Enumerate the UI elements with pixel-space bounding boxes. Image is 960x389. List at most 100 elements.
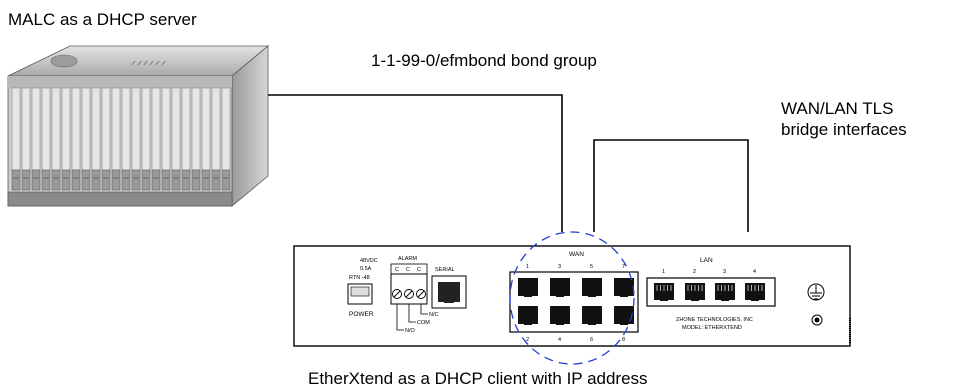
malc-card [11,87,21,171]
malc-card [141,87,151,171]
power-spec-3: RTN -48 [349,275,370,281]
serial-label: SERIAL [435,267,455,273]
lan-port-2[interactable] [685,283,705,301]
wan-port-1[interactable] [518,278,538,297]
malc-card [81,87,91,171]
malc-card-handle [101,169,111,191]
wan-port-5-body [582,278,602,296]
tls-line-wan [593,139,749,232]
malc-card [151,87,161,171]
wan-port-6-tab [588,322,596,325]
malc-vent-marks [131,60,166,66]
wan-port-5-tab [588,294,596,297]
malc-card [201,87,211,171]
lan-port-4[interactable] [745,283,765,301]
wan-port-4-body [550,306,570,324]
lan-port-2-body [685,283,705,300]
malc-card [171,87,181,171]
wan-highlight-circle [509,231,635,365]
bond-group-label: 1-1-99-0/efmbond bond group [371,51,597,70]
wan-port-3[interactable] [550,278,570,297]
wan-port-number: 7 [622,264,625,270]
wan-port-4[interactable] [550,306,570,325]
ground-screw-center [814,317,820,323]
malc-logo [50,54,78,68]
malc-card-handle [41,169,51,191]
malc-card-handle [171,169,181,191]
wan-port-5[interactable] [582,278,602,297]
wan-port-8[interactable] [614,306,634,325]
wan-port-1-tab [524,294,532,297]
lan-port-4-body [745,283,765,300]
wan-port-3-body [550,278,570,296]
malc-card-handle [121,169,131,191]
wan-port-numbers-top: 1 3 5 7 [526,264,625,270]
malc-card-handle [221,169,231,191]
malc-card-handle [181,169,191,191]
connection-lines [268,94,749,232]
model-label: MODEL: ETHERXTEND [682,325,742,331]
wan-port-4-tab [556,322,564,325]
lan-port-number: 3 [723,269,726,275]
etherxtend-device: 48VDC 0.5A RTN -48 POWER ALARM C C C N/C… [293,231,851,365]
malc-card [211,87,221,171]
wan-port-7-tab [620,294,628,297]
wan-port-1-body [518,278,538,296]
lan-port-1[interactable] [654,283,674,301]
malc-card [111,87,121,171]
malc-card-handle [141,169,151,191]
lan-label: LAN [700,257,713,264]
server-label: MALC as a DHCP server [8,10,197,29]
wan-port-6[interactable] [582,306,602,325]
alarm-leads [396,304,428,331]
tls-label-line1: WAN/LAN TLS [781,99,894,118]
lan-port-3[interactable] [715,283,735,301]
malc-card [31,87,41,171]
lan-port-1-body [654,283,674,300]
wan-port-number: 3 [558,264,561,270]
wan-port-2[interactable] [518,306,538,325]
alarm-label: ALARM [398,256,417,262]
malc-card-handle [81,169,91,191]
malc-card-handle [51,169,61,191]
lan-port-1-tab [660,298,668,301]
wan-port-number: 6 [590,337,593,343]
malc-card-handle [191,169,201,191]
power-label: POWER [349,311,374,318]
malc-card-handle [201,169,211,191]
malc-card-handle [71,169,81,191]
malc-card [61,87,71,171]
wan-port-number: 5 [590,264,593,270]
lan-port-2-tab [691,298,699,301]
wan-port-number: 1 [526,264,529,270]
wan-port-number: 4 [558,337,561,343]
malc-card [91,87,101,171]
lan-ports [654,283,765,301]
wan-port-number: 2 [526,337,529,343]
wan-port-7[interactable] [614,278,634,297]
power-switch-rocker [350,286,370,297]
malc-card-handle [131,169,141,191]
bond-group-line [268,94,563,232]
ground-icon [807,283,825,301]
malc-card [21,87,31,171]
serial-port-tab [444,300,454,303]
malc-card-handle [111,169,121,191]
lan-port-4-tab [751,298,759,301]
malc-card [161,87,171,171]
wan-label: WAN [569,251,584,258]
lan-port-3-body [715,283,735,300]
serial-port[interactable] [438,282,460,302]
malc-card [101,87,111,171]
alarm-terminal-block[interactable] [390,273,428,305]
malc-card-handle [161,169,171,191]
wan-port-2-tab [524,322,532,325]
malc-card [131,87,141,171]
malc-card-handle [151,169,161,191]
lan-port-number: 4 [753,269,756,275]
tls-label-line2: bridge interfaces [781,120,907,139]
lan-port-3-tab [721,298,729,301]
wan-port-number: 8 [622,337,625,343]
